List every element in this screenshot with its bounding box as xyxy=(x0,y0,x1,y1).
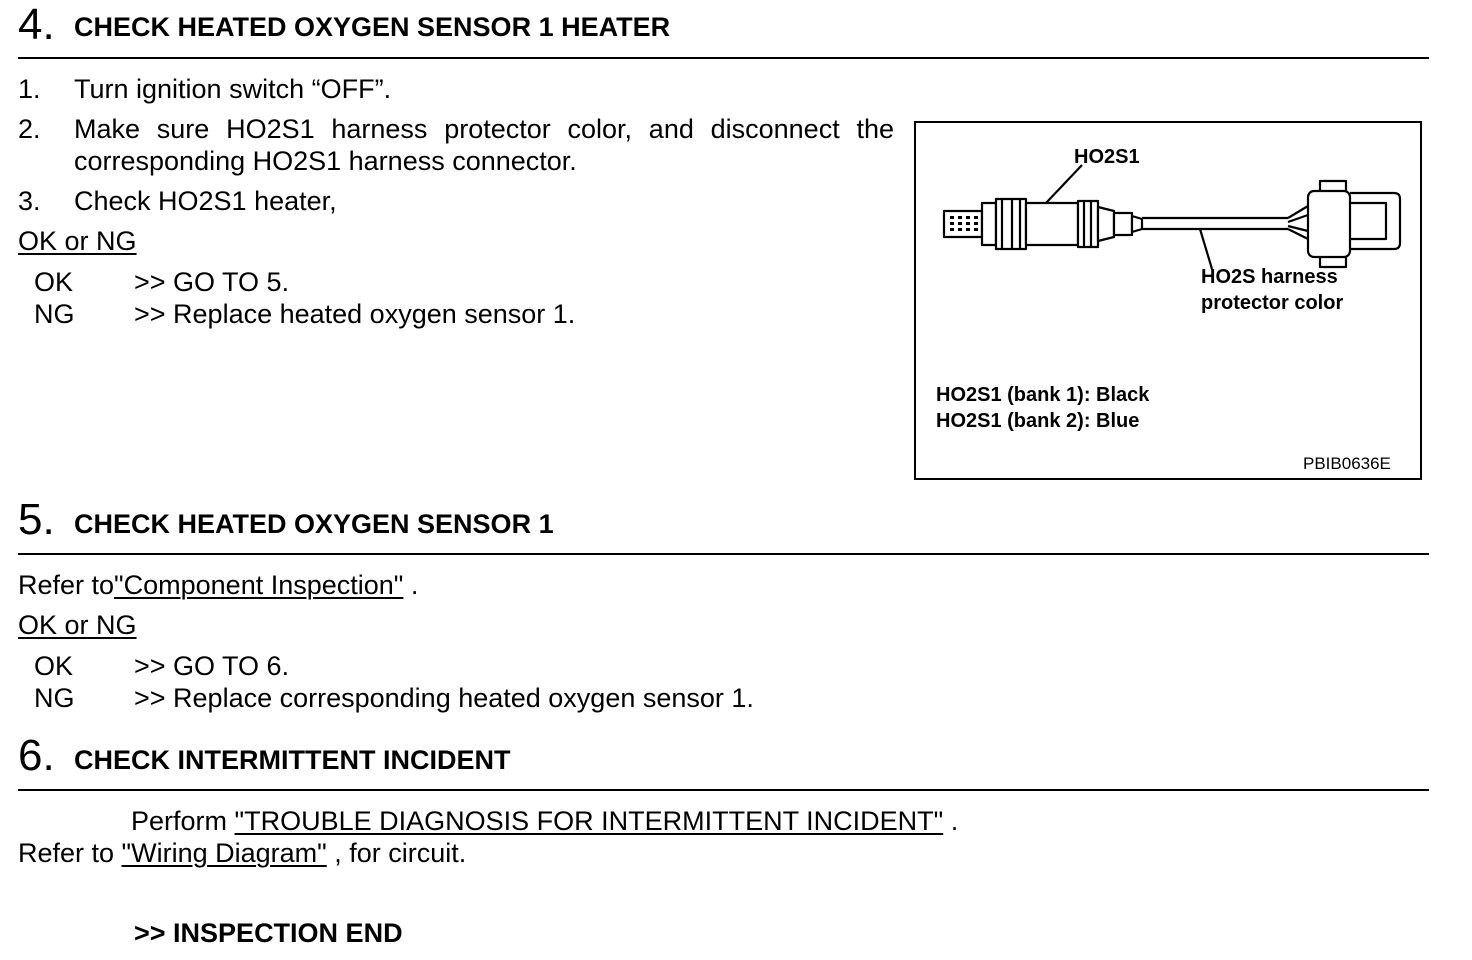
step-4-item-2-line-2: corresponding HO2S1 harness connector. xyxy=(74,146,577,176)
intermittent-incident-link[interactable]: "TROUBLE DIAGNOSIS FOR INTERMITTENT INCI… xyxy=(234,806,944,836)
step-4-ng-text: >> Replace heated oxygen sensor 1. xyxy=(134,299,576,329)
harness-label-line-1: HO2S harness xyxy=(1201,266,1338,288)
step-5-refer-prefix: Refer to xyxy=(18,570,115,600)
step-6-refer-suffix: , for circuit. xyxy=(326,838,467,868)
step-5-ng-text: >> Replace corresponding heated oxygen s… xyxy=(134,683,754,713)
step-4-item-1-number: 1. xyxy=(18,74,41,104)
step-5-judgement: OK or NG xyxy=(18,610,137,640)
step-4-ok-text: >> GO TO 5. xyxy=(134,267,290,297)
step-4-item-3-text: Check HO2S1 heater, xyxy=(74,186,337,216)
oxygen-sensor-illustration xyxy=(942,164,1402,270)
step-5-rule xyxy=(18,553,1429,555)
step-6-perform-prefix: Perform xyxy=(131,806,235,836)
step-4-title: CHECK HEATED OXYGEN SENSOR 1 HEATER xyxy=(74,12,671,42)
component-inspection-link[interactable]: "Component Inspection" xyxy=(114,570,404,600)
ho2s1-label: HO2S1 xyxy=(1074,146,1140,168)
step-4-item-2-number: 2. xyxy=(18,114,41,144)
harness-label-line-2: protector color xyxy=(1201,292,1344,314)
step-6-refer-prefix: Refer to xyxy=(18,838,122,868)
step-5-ok-text: >> GO TO 6. xyxy=(134,651,290,681)
step-4-item-1-text: Turn ignition switch “OFF”. xyxy=(74,74,392,104)
step-6-perform-line: Perform "TROUBLE DIAGNOSIS FOR INTERMITT… xyxy=(131,805,958,837)
step-4-number: 4. xyxy=(18,0,55,49)
step-5-ok-label: OK xyxy=(34,651,74,681)
bank-1-color: HO2S1 (bank 1): Black xyxy=(936,384,1150,406)
step-4-item-3-number: 3. xyxy=(18,186,41,216)
step-5-title: CHECK HEATED OXYGEN SENSOR 1 xyxy=(74,509,554,539)
sensor-figure: HO2S1 HO2S harness protector color HO2S1… xyxy=(914,121,1422,480)
step-4-rule xyxy=(18,57,1429,59)
step-6-number: 6. xyxy=(18,731,55,780)
step-5-number: 5. xyxy=(18,495,55,544)
step-5-refer-suffix: . xyxy=(403,570,419,600)
step-6-title: CHECK INTERMITTENT INCIDENT xyxy=(74,745,511,775)
step-5-refer-line: Refer to"Component Inspection" . xyxy=(18,569,418,601)
step-6-rule xyxy=(18,789,1429,791)
step-6-perform-suffix: . xyxy=(943,806,959,836)
step-4-item-2-line-1: Make sure HO2S1 harness protector color,… xyxy=(74,114,894,144)
wiring-diagram-link[interactable]: "Wiring Diagram" xyxy=(121,838,327,868)
step-4-judgement: OK or NG xyxy=(18,226,137,256)
step-6-refer-line: Refer to "Wiring Diagram" , for circuit. xyxy=(18,837,466,869)
step-4-ok-label: OK xyxy=(34,267,74,297)
step-4-ng-label: NG xyxy=(34,299,75,329)
inspection-end: >> INSPECTION END xyxy=(134,918,403,948)
figure-code: PBIB0636E xyxy=(1303,454,1391,473)
step-5-ng-label: NG xyxy=(34,683,75,713)
bank-2-color: HO2S1 (bank 2): Blue xyxy=(936,410,1140,432)
